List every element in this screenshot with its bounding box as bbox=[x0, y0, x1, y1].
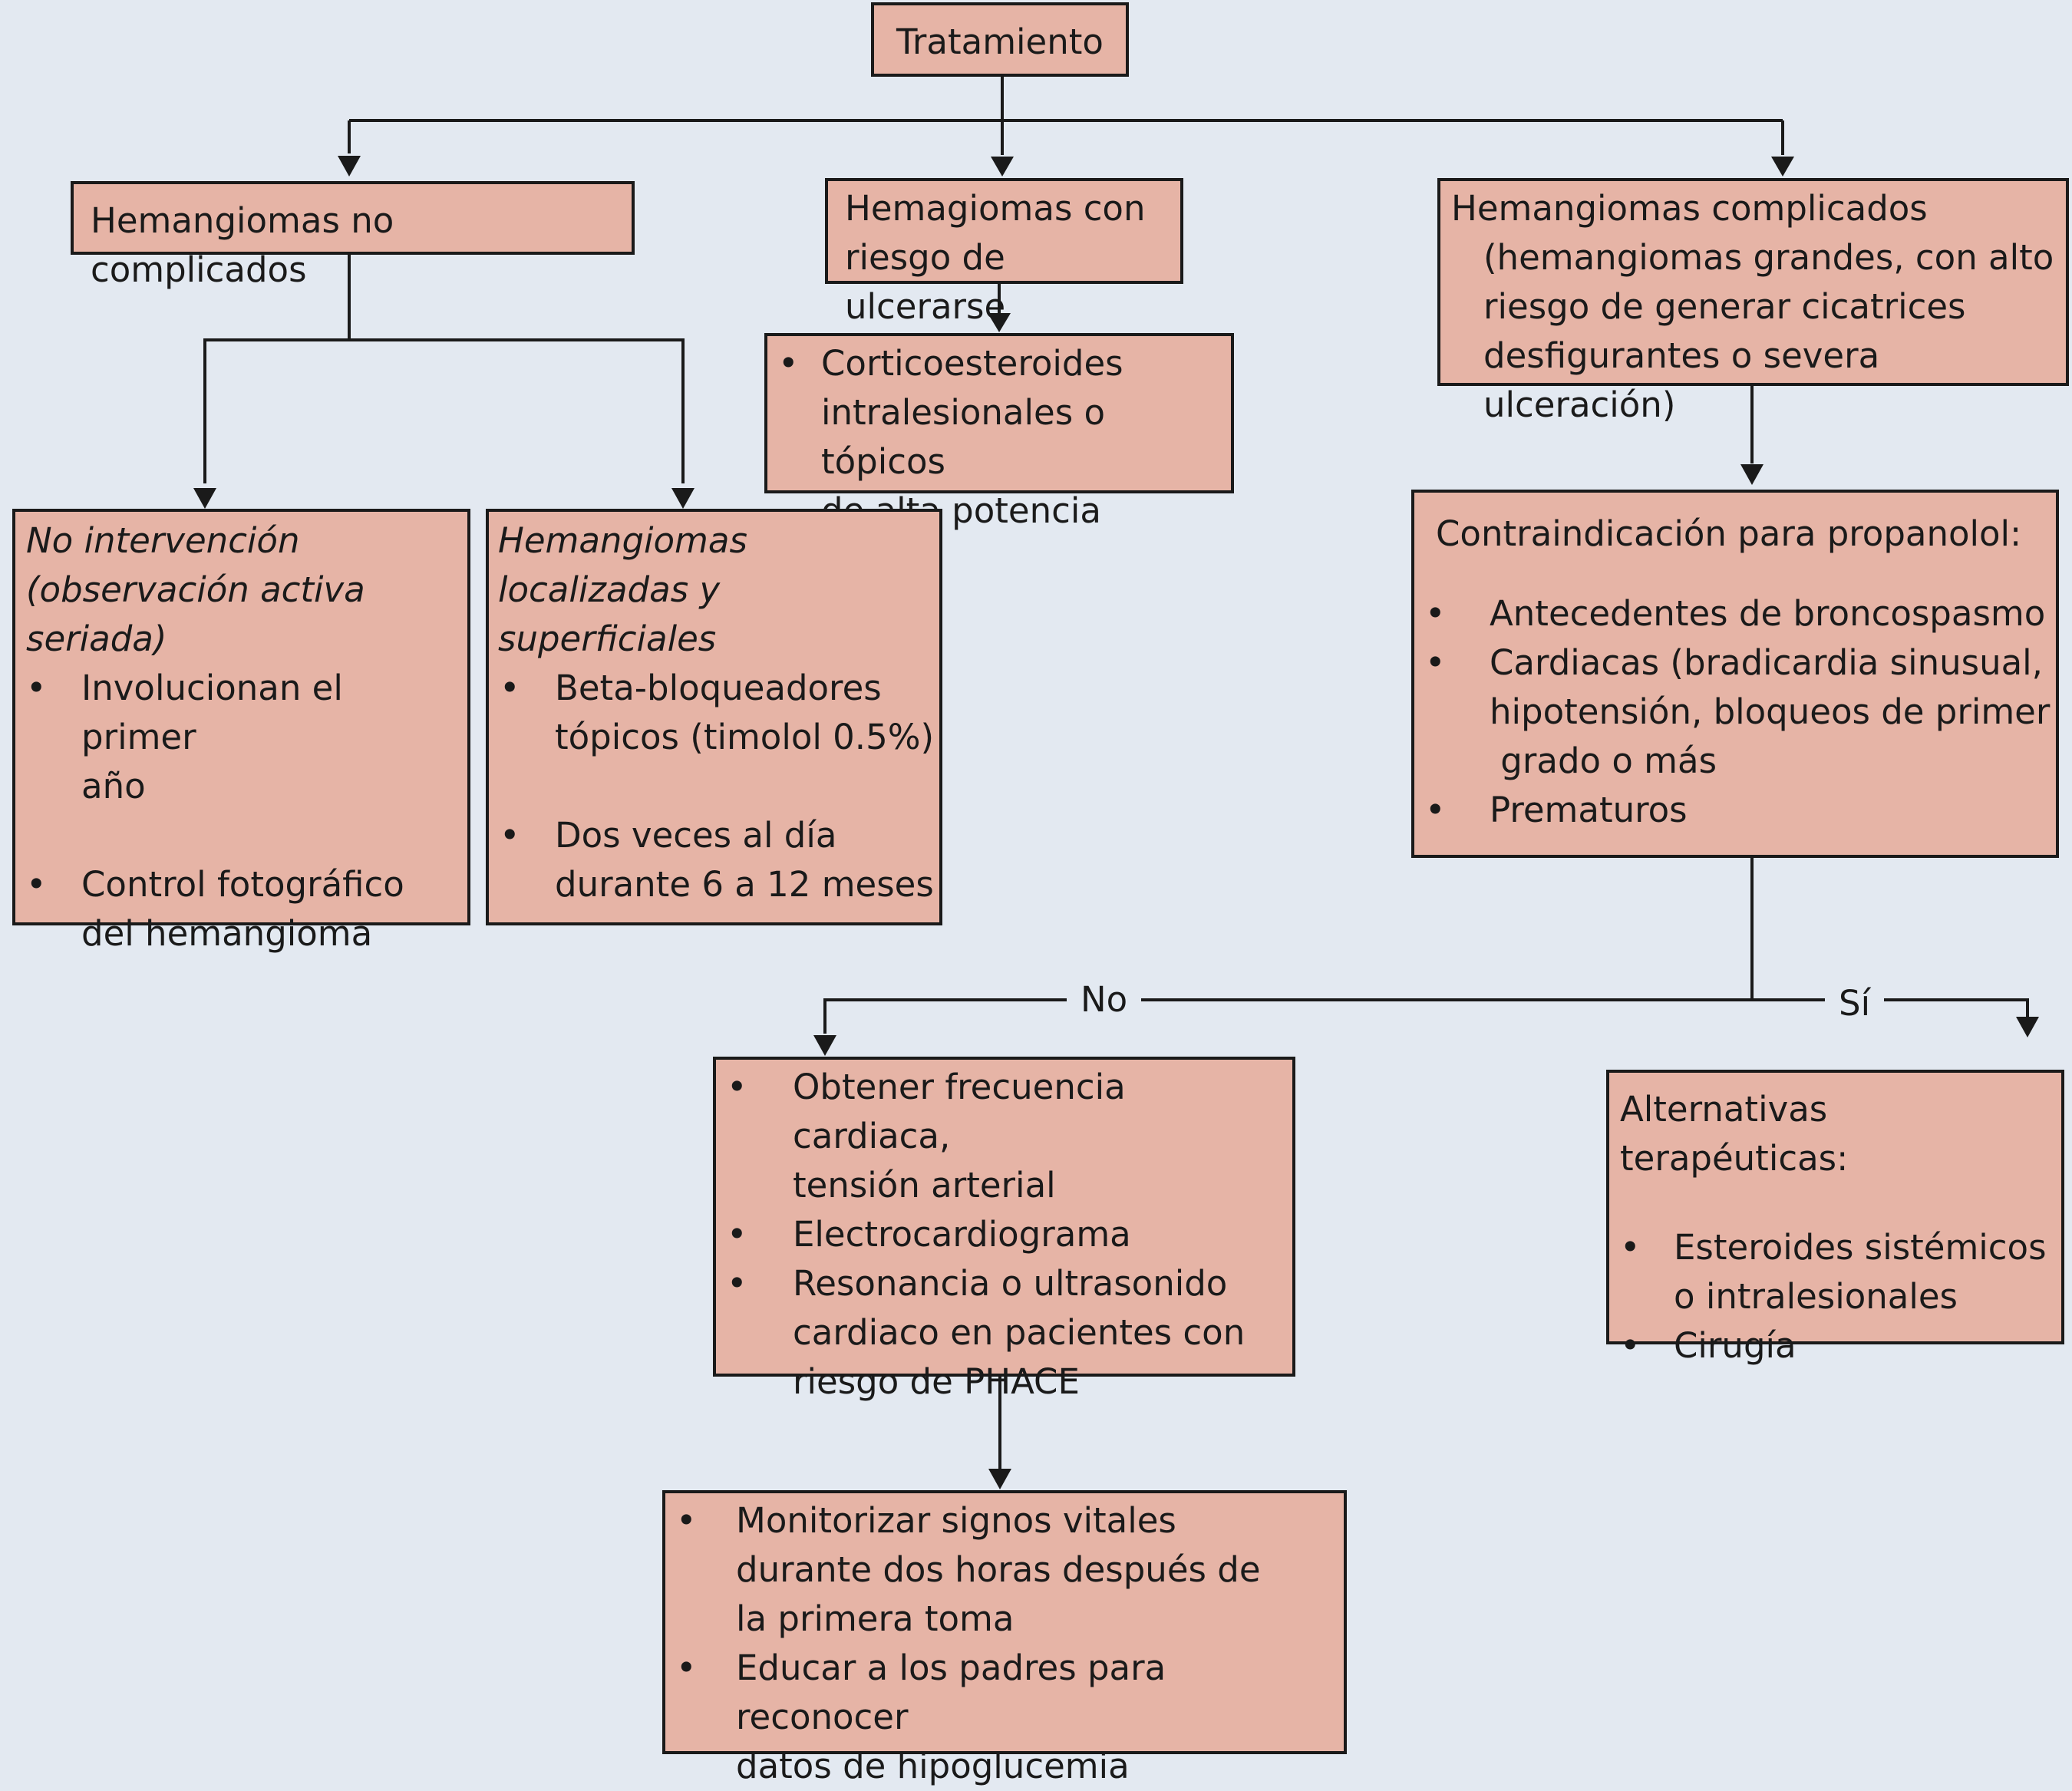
item-line: Cirugía bbox=[1674, 1325, 1797, 1366]
item-line: la primera toma bbox=[736, 1598, 1015, 1639]
bullet-item: Dos veces al día durante 6 a 12 meses bbox=[489, 811, 939, 909]
edge-no-complicados-split bbox=[203, 255, 351, 483]
item-line: datos de hipoglucemia bbox=[736, 1746, 1130, 1786]
bullet-item: Electrocardiograma bbox=[716, 1210, 1292, 1259]
item-line: Resonancia o ultrasonido bbox=[793, 1263, 1228, 1304]
bullet-item: Beta-bloqueadores tópicos (timolol 0.5%) bbox=[489, 664, 939, 762]
bullet-list: Beta-bloqueadores tópicos (timolol 0.5%)… bbox=[489, 664, 939, 909]
edge-label-si: Sí bbox=[1825, 982, 1885, 1025]
item-line: tensión arterial bbox=[793, 1165, 1056, 1206]
node-title: Hemangiomas no complicados bbox=[91, 200, 394, 290]
node-heading-line: (observación activa bbox=[26, 569, 365, 610]
bullet-item: Resonancia o ultrasonido cardiaco en pac… bbox=[716, 1259, 1292, 1407]
bullet-item: Cirugía bbox=[1609, 1321, 2061, 1370]
bullet-item: Cardiacas (bradicardia sinusual, hipoten… bbox=[1414, 638, 2056, 786]
bullet-list: Corticoesteroides intralesionales o tópi… bbox=[767, 339, 1231, 536]
node-no-intervencion: No intervención (observación activa seri… bbox=[12, 509, 470, 954]
item-line: Control fotográfico bbox=[81, 864, 404, 905]
node-heading-line: seriada) bbox=[26, 618, 167, 659]
arrowhead bbox=[813, 1035, 836, 1056]
node-obtener: Obtener frecuencia cardiaca, tensión art… bbox=[713, 1057, 1295, 1402]
item-line: Dos veces al día bbox=[555, 815, 837, 856]
bullet-list: Involucionan el primer año Control fotog… bbox=[15, 664, 467, 958]
item-line: Esteroides sistémicos bbox=[1674, 1227, 2047, 1268]
node-heading-line: Hemangiomas bbox=[498, 520, 747, 561]
node-alternativas: Alternativas terapéuticas: Esteroides si… bbox=[1606, 1070, 2064, 1370]
item-line: Electrocardiograma bbox=[793, 1214, 1131, 1255]
item-line: o intralesionales bbox=[1674, 1276, 1958, 1317]
spacer bbox=[1436, 559, 2056, 589]
arrowhead bbox=[2016, 1017, 2039, 1037]
item-line: hipotensión, bloqueos de primer bbox=[1490, 691, 2051, 732]
item-line: durante dos horas después de bbox=[736, 1549, 1261, 1590]
node-title-line: Hemagiomas con bbox=[845, 188, 1146, 229]
bullet-item: Monitorizar signos vitales durante dos h… bbox=[665, 1496, 1344, 1644]
node-heading: Contraindicación para propanolol: bbox=[1436, 513, 2022, 554]
node-no-complicados: Hemangiomas no complicados bbox=[71, 181, 635, 290]
spacer bbox=[1620, 1183, 2061, 1223]
edge-no-branch bbox=[823, 998, 1752, 1034]
node-title-line: Hemangiomas complicados bbox=[1451, 188, 1928, 229]
edge-label-no: No bbox=[1067, 978, 1142, 1021]
item-line: Monitorizar signos vitales bbox=[736, 1500, 1176, 1541]
node-heading-line: localizadas y superficiales bbox=[498, 569, 721, 659]
arrowhead bbox=[1771, 157, 1794, 176]
item-line: grado o más bbox=[1490, 740, 1717, 781]
node-localizadas: Hemangiomas localizadas y superficiales … bbox=[486, 509, 942, 925]
item-line: del hemangioma bbox=[81, 913, 373, 954]
bullet-list: Monitorizar signos vitales durante dos h… bbox=[665, 1496, 1344, 1791]
bullet-item: Involucionan el primer año bbox=[15, 664, 467, 811]
node-heading: Alternativas terapéuticas: bbox=[1620, 1089, 1849, 1179]
node-complicados: Hemangiomas complicados (hemangiomas gra… bbox=[1437, 178, 2069, 425]
node-title-line: (hemangiomas grandes, con alto bbox=[1483, 237, 2054, 278]
bullet-list: Esteroides sistémicos o intralesionales … bbox=[1609, 1223, 2061, 1370]
item-line: Beta-bloqueadores bbox=[555, 668, 882, 708]
bullet-item: Esteroides sistémicos o intralesionales bbox=[1609, 1223, 2061, 1321]
item-line: riesgo de PHACE bbox=[793, 1361, 1080, 1402]
arrowhead bbox=[988, 1469, 1011, 1489]
bullet-item: Prematuros bbox=[1414, 786, 2056, 835]
node-monitorizar: Monitorizar signos vitales durante dos h… bbox=[662, 1490, 1347, 1786]
arrowhead bbox=[193, 488, 216, 509]
edge-to-localizadas bbox=[349, 338, 685, 483]
item-line: Educar a los padres para reconocer bbox=[736, 1648, 1166, 1737]
item-line: intralesionales o tópicos bbox=[821, 392, 1105, 482]
item-line: Cardiacas (bradicardia sinusual, bbox=[1490, 642, 2043, 683]
item-line: tópicos (timolol 0.5%) bbox=[555, 717, 935, 757]
node-corticoesteroides: Corticoesteroides intralesionales o tópi… bbox=[764, 333, 1234, 531]
bullet-item: Educar a los padres para reconocer datos… bbox=[665, 1644, 1344, 1791]
item-line: Prematuros bbox=[1490, 790, 1688, 830]
node-title-line: riesgo de generar cicatrices bbox=[1483, 286, 1966, 327]
item-line: Antecedentes de broncospasmo bbox=[1490, 593, 2046, 634]
node-tratamiento: Tratamiento bbox=[871, 2, 1129, 77]
item-line: durante 6 a 12 meses bbox=[555, 864, 934, 905]
bullet-list: Antecedentes de broncospasmo Cardiacas (… bbox=[1414, 589, 2056, 835]
edge-si-branch bbox=[1752, 998, 2029, 1023]
node-title: Tratamiento bbox=[896, 21, 1104, 62]
arrowhead bbox=[991, 157, 1014, 176]
arrowhead bbox=[1740, 464, 1764, 485]
bullet-item: Antecedentes de broncospasmo bbox=[1414, 589, 2056, 638]
node-riesgo-ulcerarse: Hemagiomas con riesgo de ulcerarse bbox=[825, 178, 1183, 327]
node-heading-line: No intervención bbox=[26, 520, 300, 561]
arrowhead bbox=[671, 488, 695, 509]
bullet-item: Corticoesteroides intralesionales o tópi… bbox=[767, 339, 1231, 536]
bullet-item: Control fotográfico del hemangioma bbox=[15, 860, 467, 958]
arrowhead bbox=[338, 156, 361, 176]
bullet-list: Obtener frecuencia cardiaca, tensión art… bbox=[716, 1063, 1292, 1407]
node-title-line: riesgo de ulcerarse bbox=[845, 237, 1006, 327]
item-line: cardiaco en pacientes con bbox=[793, 1312, 1246, 1353]
item-line: año bbox=[81, 766, 146, 806]
node-contraindicacion: Contraindicación para propanolol: Antece… bbox=[1411, 490, 2059, 858]
bullet-item: Obtener frecuencia cardiaca, tensión art… bbox=[716, 1063, 1292, 1210]
node-title-line: desfigurantes o severa ulceración) bbox=[1483, 335, 1880, 425]
arrowhead bbox=[988, 313, 1011, 332]
item-line: Obtener frecuencia cardiaca, bbox=[793, 1067, 1126, 1156]
item-line: Corticoesteroides bbox=[821, 343, 1123, 384]
item-line: Involucionan el primer bbox=[81, 668, 343, 757]
